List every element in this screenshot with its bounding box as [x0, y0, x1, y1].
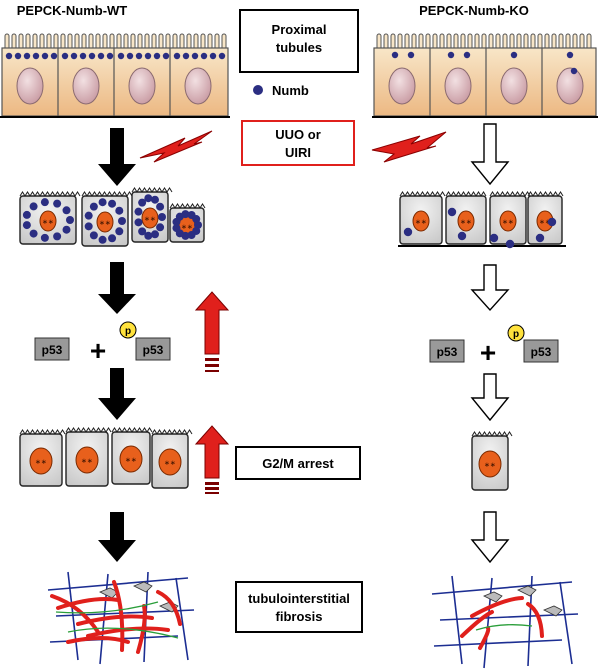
- wt-column-title: PEPCK-Numb-WT: [17, 3, 128, 18]
- ko-arrows: [470, 123, 510, 564]
- wt-p53-label-2: p53: [143, 343, 164, 357]
- wt-arrows: [98, 128, 136, 562]
- proximal-tubules-box: [239, 9, 359, 73]
- svg-text:∗∗: ∗∗: [99, 219, 111, 227]
- svg-text:∗∗: ∗∗: [539, 218, 551, 226]
- injury-label-line1: UUO or: [275, 127, 321, 142]
- svg-text:∗∗: ∗∗: [181, 223, 193, 231]
- ko-arrow-1-icon: [470, 123, 510, 186]
- ko-arrow-4-icon: [470, 511, 510, 564]
- wt-g2m-arrested-cells: ∗∗ ∗∗ ∗∗ ∗∗: [19, 427, 193, 489]
- wt-p53-box-2: [135, 337, 171, 361]
- wt-arrow-2-icon: [98, 262, 136, 314]
- ko-p53-label-1: p53: [437, 345, 458, 359]
- svg-text:∗∗: ∗∗: [125, 456, 137, 464]
- ko-phospho-label: p: [513, 329, 519, 340]
- svg-text:∗∗: ∗∗: [42, 218, 54, 226]
- g2m-arrest-box: [235, 446, 361, 480]
- fibrosis-box: [235, 581, 363, 633]
- wt-plus-sign: +: [90, 335, 106, 366]
- svg-text:∗∗: ∗∗: [502, 218, 514, 226]
- ko-p53-box-2: [523, 339, 559, 363]
- ko-p53-row: p53 + p p53: [429, 324, 559, 368]
- svg-text:∗∗: ∗∗: [484, 461, 496, 469]
- lightning-bolt-left-icon: [139, 130, 213, 163]
- red-up-arrow-1-icon: [194, 291, 230, 372]
- svg-text:∗∗: ∗∗: [35, 458, 47, 466]
- fibrosis-label-line1: tubulointerstitial: [248, 591, 350, 606]
- ko-g2m-arrested-cell: ∗∗: [471, 431, 513, 491]
- wt-injured-cells: ∗∗ ∗∗ ∗∗ ∗∗: [19, 187, 206, 247]
- lightning-bolt-right-icon: [371, 131, 447, 163]
- ko-plus-sign: +: [480, 337, 496, 368]
- ko-p53-box-1: [429, 339, 465, 363]
- svg-text:∗∗: ∗∗: [164, 459, 176, 467]
- proximal-tubules-label-line1: Proximal: [272, 22, 327, 37]
- wt-p53-row: p53 + p p53: [34, 321, 171, 366]
- wt-arrow-3-icon: [98, 368, 136, 420]
- wt-phospho-badge: [119, 321, 137, 339]
- svg-text:∗∗: ∗∗: [81, 457, 93, 465]
- wt-arrow-1-icon: [98, 128, 136, 186]
- numb-legend-dot: [253, 85, 263, 95]
- g2m-arrest-label: G2/M arrest: [262, 456, 334, 471]
- wt-p53-box-1: [34, 337, 70, 361]
- proximal-tubules-label-line2: tubules: [276, 40, 322, 55]
- ko-injured-cells: ∗∗ ∗∗ ∗∗ ∗∗: [398, 191, 566, 249]
- red-up-arrow-2-icon: [194, 425, 230, 494]
- ko-arrow-2-icon: [470, 264, 510, 312]
- numb-legend-label: Numb: [272, 83, 309, 98]
- svg-text:∗∗: ∗∗: [144, 215, 156, 223]
- wt-p53-label-1: p53: [42, 343, 63, 357]
- ko-column-title: PEPCK-Numb-KO: [419, 3, 529, 18]
- svg-text:∗∗: ∗∗: [415, 218, 427, 226]
- fibrosis-label-line2: fibrosis: [276, 609, 323, 624]
- ko-healthy-epithelium: [372, 33, 598, 118]
- wt-fibrosis-mesh: [47, 571, 195, 665]
- svg-text:∗∗: ∗∗: [460, 218, 472, 226]
- ko-phospho-badge: [507, 324, 525, 342]
- wt-healthy-epithelium: [0, 33, 230, 118]
- ko-arrow-3-icon: [470, 373, 510, 422]
- ko-fibrosis-mesh: [431, 575, 579, 669]
- wt-arrow-4-icon: [98, 512, 136, 562]
- injury-box: [241, 120, 355, 166]
- ko-p53-label-2: p53: [531, 345, 552, 359]
- injury-label-line2: UIRI: [285, 145, 311, 160]
- wt-phospho-label: p: [125, 326, 131, 337]
